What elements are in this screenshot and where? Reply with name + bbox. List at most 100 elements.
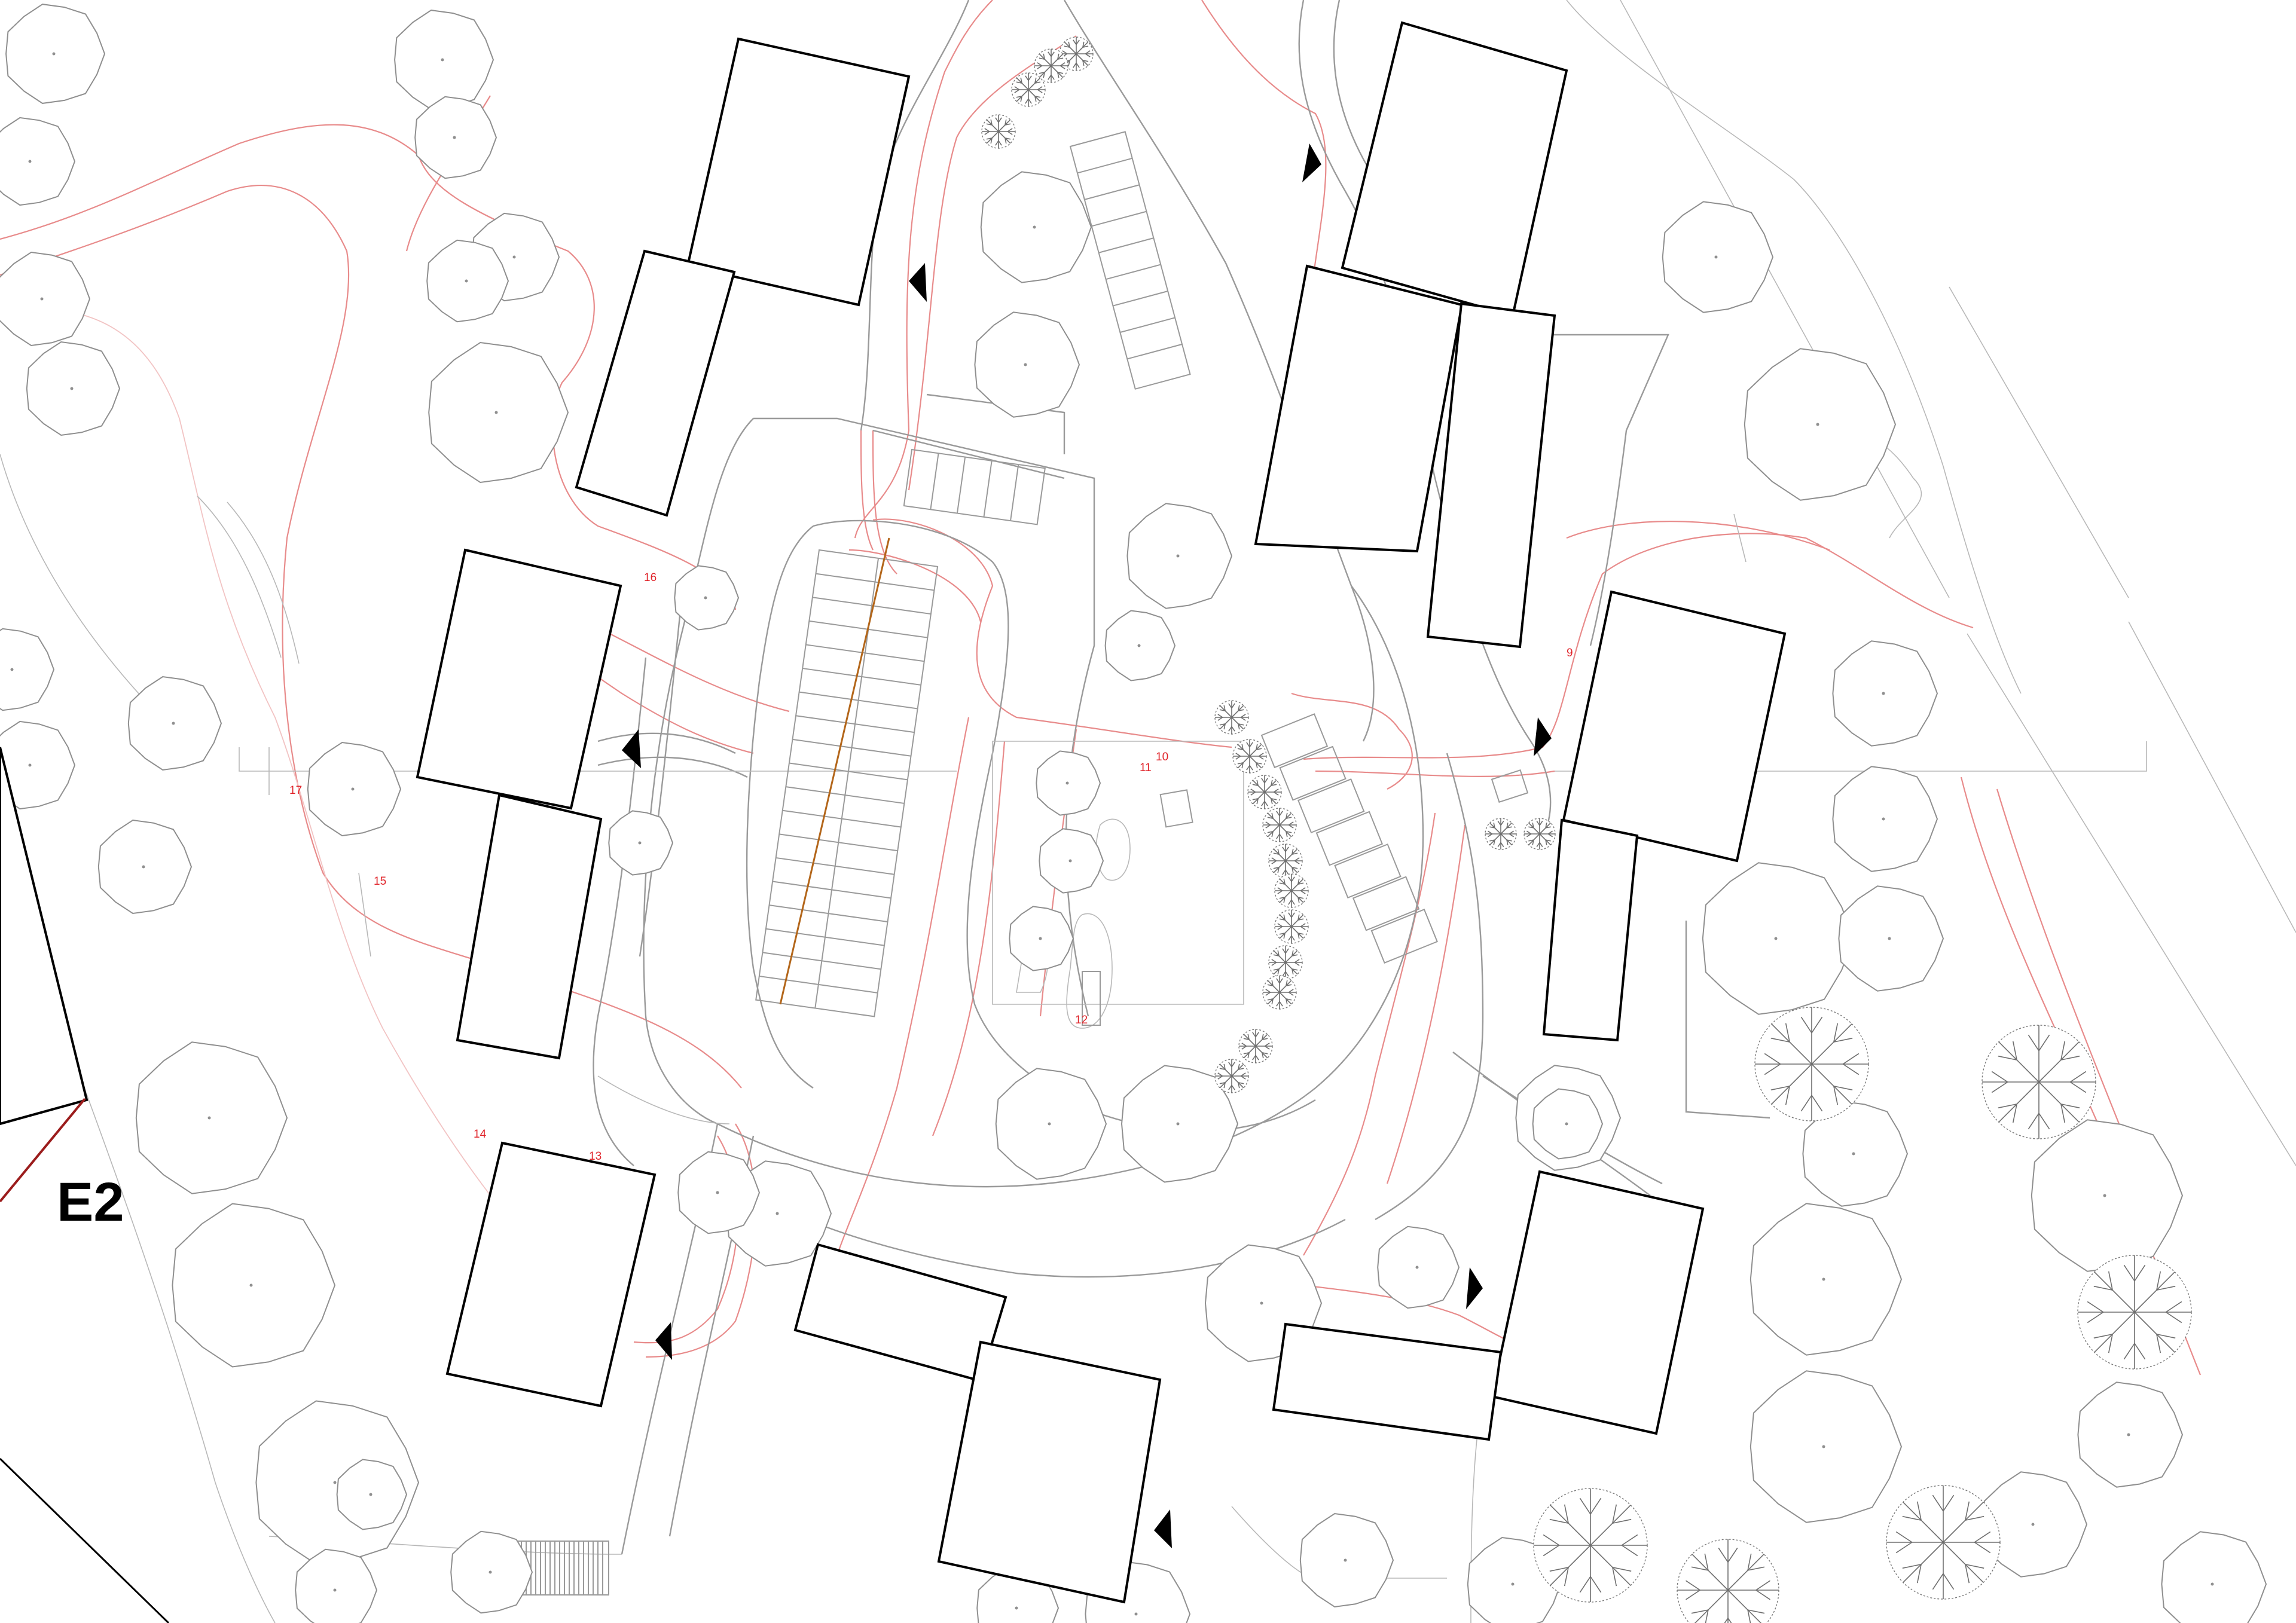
entrance-arrow-icon [1466,1267,1483,1309]
deciduous-tree-icon [1104,610,1176,681]
deciduous-tree-icon [1532,1088,1604,1160]
building-07 [456,793,603,1060]
boundary-segment [0,1098,86,1203]
conifer-tree-icon [1485,818,1517,850]
deciduous-tree-icon [1750,1370,1903,1523]
deciduous-tree-icon [1744,348,1897,501]
building-13 [1490,1170,1705,1435]
deciduous-tree-icon [1981,1471,2088,1578]
point-label-15: 15 [374,875,386,888]
deciduous-tree-icon [995,1068,1107,1180]
deciduous-trees [0,4,2267,1623]
building-02 [575,249,736,517]
point-label-9: 9 [1567,647,1573,659]
conifer-tree-icon [1232,739,1267,774]
entrance-arrow-icon [1534,717,1552,756]
deciduous-tree-icon [1832,766,1938,872]
building-15 [0,747,88,1126]
conifer-tree-icon [1268,945,1303,980]
entrance-arrow-icon [1154,1509,1172,1548]
building-12 [937,1340,1162,1604]
building-11 [793,1243,1007,1383]
point-label-10: 10 [1156,751,1168,763]
deciduous-tree-icon [336,1459,408,1530]
deciduous-tree-icon [2031,1119,2184,1272]
building-06 [416,548,622,810]
conifer-tree-icon [1214,1059,1249,1093]
point-label-17: 17 [289,784,302,797]
deciduous-tree-icon [1039,828,1104,894]
conifer-tree-icon [1238,1029,1273,1063]
conifer-tree-icon [1214,700,1249,735]
deciduous-tree-icon [1009,906,1074,971]
point-label-12: 12 [1075,1014,1088,1026]
building-05 [1426,302,1556,649]
buildings [0,21,1787,1623]
deciduous-tree-icon [172,1203,336,1368]
building-08 [1562,590,1787,863]
building-01 [686,37,911,307]
entrance-arrow-icon [909,263,927,302]
point-labels: 9 10 11 12 13 14 15 16 17 [289,571,1573,1163]
deciduous-tree-icon [26,341,121,436]
entrance-arrow-icon [1302,143,1321,182]
deciduous-tree-icon [674,565,740,631]
building-09 [1542,818,1639,1042]
deciduous-tree-icon [1126,503,1233,609]
conifer-tree-icon [981,114,1016,149]
deciduous-tree-icon [1832,640,1938,747]
deciduous-tree-icon [450,1530,533,1614]
point-label-13: 13 [589,1150,602,1163]
point-label-16: 16 [644,571,657,584]
deciduous-tree-icon [980,171,1092,283]
deciduous-tree-icon [1377,1225,1460,1309]
deciduous-tree-icon [0,628,55,711]
conifer-tree-icon [1274,909,1309,944]
deciduous-tree-icon [414,96,497,179]
building-14 [1272,1322,1503,1441]
deciduous-tree-icon [2161,1531,2267,1623]
conifer-tree-icon [1268,843,1303,878]
conifer-tree-icon [1533,1488,1648,1603]
deciduous-tree-icon [0,117,76,206]
deciduous-tree-icon [1662,201,1774,313]
building-03 [1341,21,1568,317]
entrance-arrow-icon [622,729,641,768]
deciduous-tree-icon [307,741,402,837]
conifer-tree-icon [1981,1025,2096,1139]
deciduous-tree-icon [1120,1065,1239,1183]
conifer-tree-icon [1262,808,1297,842]
entrance-arrow-icon [655,1322,672,1360]
parking-bays [483,131,1529,1596]
deciduous-tree-icon [1036,750,1101,816]
entrance-arrows [622,143,1552,1548]
deciduous-tree-icon [677,1151,761,1234]
conifer-tree-icon [1011,72,1046,107]
deciduous-tree-icon [426,239,509,323]
deciduous-tree-icon [608,810,674,876]
deciduous-tree-icon [0,720,76,810]
conifer-tree-icon [1523,818,1556,850]
conifer-tree-icon [1886,1485,2001,1600]
deciduous-tree-icon [5,4,106,104]
deciduous-tree-icon [135,1041,288,1194]
conifer-tree-icon [1247,775,1282,809]
conifer-trees [981,36,2192,1623]
conifer-tree-icon [1677,1539,1779,1623]
zone-label: E2 [57,1172,124,1233]
deciduous-tree-icon [0,251,91,347]
deciduous-tree-icon [1299,1512,1394,1608]
deciduous-tree-icon [1750,1203,1903,1356]
conifer-tree-icon [2077,1255,2192,1370]
building-04 [1254,264,1464,553]
deciduous-tree-icon [394,10,494,110]
deciduous-tree-icon [127,676,222,771]
point-label-14: 14 [474,1128,487,1141]
deciduous-tree-icon [1702,862,1855,1015]
deciduous-tree-icon [2077,1381,2184,1488]
site-boundary-line [0,1457,170,1623]
conifer-tree-icon [1754,1007,1869,1121]
building-10 [445,1141,657,1408]
deciduous-tree-icon [428,341,569,484]
